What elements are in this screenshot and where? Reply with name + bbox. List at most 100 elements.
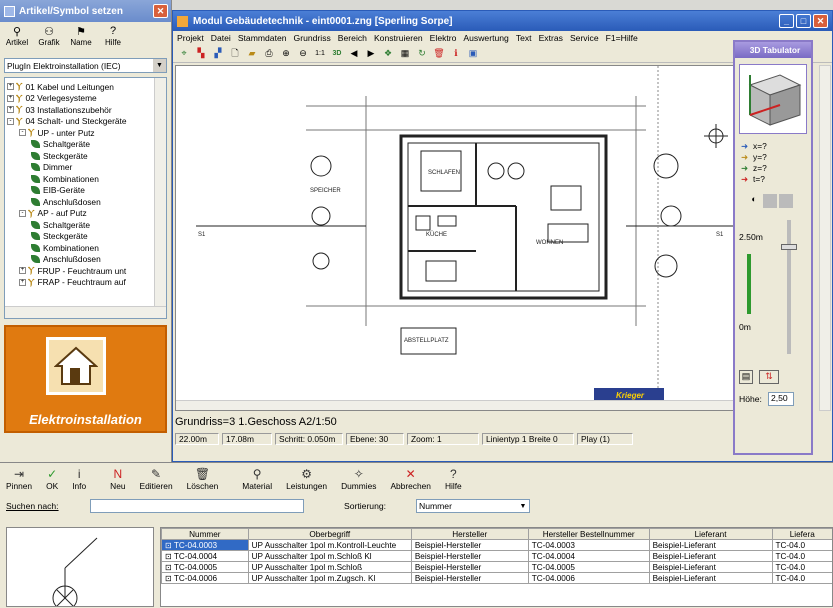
canvas-hscrollbar[interactable]: [176, 400, 762, 410]
refresh-icon[interactable]: ↻: [418, 48, 426, 58]
paste-icon[interactable]: ▞: [214, 48, 222, 58]
new-file-icon[interactable]: 🗋: [231, 47, 239, 58]
next-icon[interactable]: ▶: [367, 48, 375, 58]
menu-item[interactable]: Projekt: [177, 33, 204, 43]
layers-icon[interactable]: ❖: [383, 48, 393, 58]
copy-icon[interactable]: ▚: [197, 48, 205, 58]
print-icon[interactable]: ⎙: [265, 48, 273, 58]
3d-icon[interactable]: 3D: [332, 50, 342, 57]
prev-icon[interactable]: ◀: [350, 48, 358, 58]
info-icon[interactable]: ℹ: [454, 48, 458, 58]
menu-item[interactable]: Elektro: [429, 33, 457, 43]
tree-vscrollbar[interactable]: [154, 78, 166, 318]
dummies-button[interactable]: ✧Dummies: [341, 467, 376, 493]
plugin-select[interactable]: PlugIn Elektroinstallation (IEC) ▼: [4, 58, 167, 73]
toolbar-button-artikel[interactable]: ⚲Artikel: [4, 25, 30, 51]
tree-item[interactable]: Steckgeräte: [7, 150, 153, 162]
zoom-11-icon[interactable]: 1:1: [315, 50, 325, 57]
hoehe-input[interactable]: 2,50: [767, 392, 794, 406]
chevron-down-icon[interactable]: ▼: [519, 502, 527, 510]
expander-icon[interactable]: -: [19, 209, 26, 217]
menu-item[interactable]: Konstruieren: [373, 33, 423, 43]
close-icon[interactable]: ✕: [813, 14, 828, 28]
menu-item[interactable]: Bereich: [337, 33, 367, 43]
zoom-out-icon[interactable]: ⊖: [299, 48, 307, 58]
zoom-in-icon[interactable]: ⊕: [282, 48, 290, 58]
drawing-canvas[interactable]: S1 S1 SCHLAFEN WOHNEN KÜCHE SPEICHER ABS…: [175, 65, 763, 411]
expander-icon[interactable]: +: [7, 106, 14, 114]
grid-icon[interactable]: ▦: [400, 48, 410, 58]
column-header[interactable]: Hersteller: [410, 528, 529, 540]
menu-item[interactable]: Text: [515, 33, 532, 43]
expander-icon[interactable]: +: [7, 83, 14, 91]
tree-item[interactable]: Schaltgeräte: [7, 219, 153, 231]
sort-select[interactable]: Nummer ▼: [416, 499, 530, 513]
settings-icon[interactable]: ▤: [739, 370, 753, 384]
tree-item[interactable]: Schaltgeräte: [7, 139, 153, 151]
tree-item[interactable]: Dimmer: [7, 162, 153, 174]
cancel-button[interactable]: ✕Abbrechen: [390, 467, 431, 493]
menu-item[interactable]: Extras: [538, 33, 563, 43]
expander-icon[interactable]: +: [19, 278, 26, 286]
height-slider-thumb[interactable]: [781, 244, 797, 250]
eye-icon[interactable]: ◐: [751, 194, 757, 204]
help-button[interactable]: ?Hilfe: [445, 467, 462, 493]
column-header[interactable]: Lieferant: [648, 528, 773, 540]
expander-icon[interactable]: +: [7, 94, 14, 102]
menu-item[interactable]: Service: [569, 33, 599, 43]
tree-hscrollbar[interactable]: [5, 306, 166, 318]
maximize-icon[interactable]: □: [796, 14, 811, 28]
tree-item[interactable]: Anschlußdosen: [7, 254, 153, 266]
snap-icon[interactable]: ⌖: [181, 48, 187, 58]
expander-icon[interactable]: -: [7, 117, 14, 125]
close-icon[interactable]: ✕: [153, 4, 168, 18]
column-header[interactable]: Oberbegriff: [247, 528, 412, 540]
delete-button[interactable]: 🗑Löschen: [187, 467, 219, 493]
updown-icon[interactable]: ⇅: [759, 370, 779, 384]
services-button[interactable]: ⚙Leistungen: [286, 467, 327, 493]
open-icon[interactable]: ▰: [248, 48, 256, 58]
check-button[interactable]: ✓OK: [46, 467, 58, 493]
column-header[interactable]: Hersteller Bestellnummer: [527, 528, 650, 540]
pin-button[interactable]: ⇥Pinnen: [6, 467, 32, 493]
menu-item[interactable]: Datei: [210, 33, 231, 43]
menu-item[interactable]: Auswertung: [463, 33, 509, 43]
edit-button[interactable]: ✎Editieren: [140, 467, 173, 493]
view2-icon[interactable]: [763, 194, 777, 208]
tree-item[interactable]: EIB-Geräte: [7, 185, 153, 197]
chevron-down-icon[interactable]: ▼: [153, 59, 166, 72]
height-slider[interactable]: [787, 220, 791, 354]
expander-icon[interactable]: -: [19, 129, 26, 137]
view3-icon[interactable]: [779, 194, 793, 208]
cube-view[interactable]: [739, 64, 807, 134]
minimize-icon[interactable]: _: [779, 14, 794, 28]
save-icon[interactable]: ▣: [468, 48, 478, 58]
canvas-vscrollbar[interactable]: [819, 65, 831, 411]
tree-item[interactable]: Kombinationen: [7, 173, 153, 185]
material-button[interactable]: ⚲Material: [242, 467, 272, 493]
menu-item[interactable]: F1=Hilfe: [605, 33, 638, 43]
column-header[interactable]: Liefera: [771, 528, 832, 540]
menu-item[interactable]: Grundriss: [293, 33, 331, 43]
toolbar-button-name[interactable]: ⚑Name: [68, 25, 94, 51]
tree-item[interactable]: Steckgeräte: [7, 231, 153, 243]
column-header[interactable]: Nummer: [161, 528, 249, 540]
search-input[interactable]: [90, 499, 304, 513]
toolbar-button-hilfe[interactable]: ?Hilfe: [100, 25, 126, 51]
tree-item[interactable]: Kombinationen: [7, 242, 153, 254]
menu-item[interactable]: Stammdaten: [237, 33, 287, 43]
